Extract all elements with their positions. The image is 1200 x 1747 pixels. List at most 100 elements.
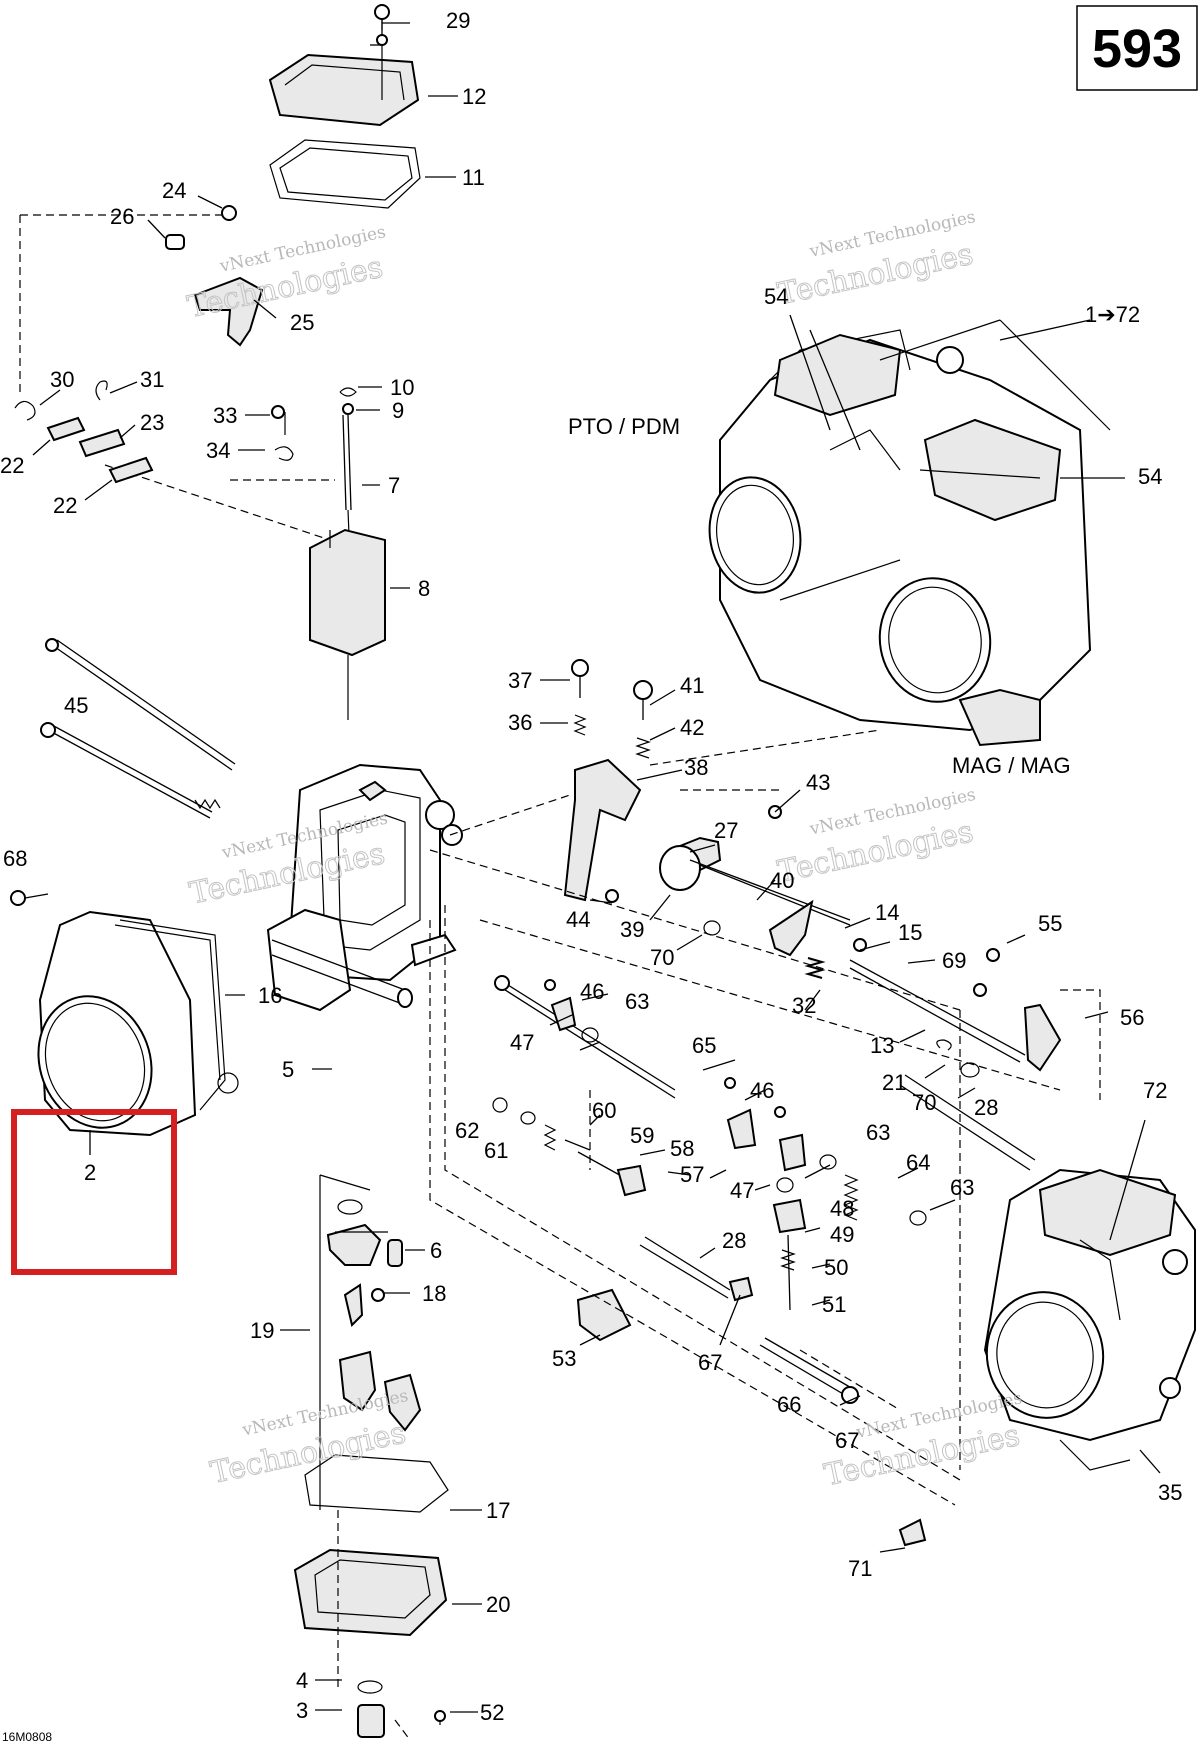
callout-44: 44	[566, 907, 590, 932]
carb-assembly-full	[708, 319, 1111, 747]
callout-58: 58	[670, 1136, 694, 1161]
needle-slide-assembly	[309, 387, 386, 720]
callout-63-b: 63	[866, 1120, 890, 1145]
callout-23: 23	[140, 410, 164, 435]
pto-label: PTO / PDM	[568, 414, 680, 439]
callout-20: 20	[486, 1592, 510, 1617]
callout-46-a: 46	[580, 979, 604, 1004]
callout-62: 62	[455, 1118, 479, 1143]
callout-36: 36	[508, 710, 532, 735]
callout-28-a: 28	[722, 1228, 746, 1253]
callout-27: 27	[714, 818, 738, 843]
choke-linkage-parts	[14, 205, 335, 541]
callout-19: 19	[250, 1318, 274, 1343]
callout-12: 12	[462, 84, 486, 109]
callout-18: 18	[422, 1281, 446, 1306]
callout-30: 30	[50, 367, 74, 392]
callout-22-b: 22	[53, 493, 77, 518]
callout-48: 48	[830, 1196, 854, 1221]
long-screws-45	[40, 638, 236, 819]
assembly-lines	[429, 729, 1101, 1506]
callout-50: 50	[824, 1255, 848, 1280]
callout-6: 6	[430, 1238, 442, 1263]
callout-47-a: 47	[510, 1030, 534, 1055]
callout-53: 53	[552, 1346, 576, 1371]
highlight-box	[11, 1109, 177, 1275]
callout-61: 61	[484, 1138, 508, 1163]
callout-55: 55	[1038, 911, 1062, 936]
callout-10: 10	[390, 375, 414, 400]
callout-38: 38	[684, 755, 708, 780]
callout-47-b: 47	[730, 1178, 754, 1203]
callout-3: 3	[296, 1698, 308, 1723]
callout-71: 71	[848, 1556, 872, 1581]
callout-56: 56	[1120, 1005, 1144, 1030]
callout-65: 65	[692, 1033, 716, 1058]
assembly-range-label: 1➔72	[1085, 302, 1140, 327]
callout-52: 52	[480, 1700, 504, 1725]
callout-5: 5	[282, 1057, 294, 1082]
callout-25: 25	[290, 310, 314, 335]
callout-69: 69	[942, 948, 966, 973]
callout-70-b: 70	[912, 1090, 936, 1115]
callout-32: 32	[792, 993, 816, 1018]
callout-67-a: 67	[698, 1350, 722, 1375]
throttle-linkage-center	[563, 659, 1062, 1078]
callout-13: 13	[870, 1033, 894, 1058]
callout-labels: 29 12 11 24 26 25 30 31 23 22 22 33 34 1…	[0, 8, 1182, 1725]
callout-43: 43	[806, 770, 830, 795]
callout-26: 26	[110, 204, 134, 229]
callout-59: 59	[630, 1123, 654, 1148]
callout-17: 17	[486, 1498, 510, 1523]
callout-60: 60	[592, 1098, 616, 1123]
callout-42: 42	[680, 715, 704, 740]
callout-57: 57	[680, 1162, 704, 1187]
callout-68: 68	[3, 846, 27, 871]
callout-2: 2	[84, 1160, 96, 1185]
callout-63-c: 63	[950, 1175, 974, 1200]
callout-29: 29	[446, 8, 470, 33]
callout-46-b: 46	[750, 1078, 774, 1103]
callout-66: 66	[777, 1392, 801, 1417]
callout-49: 49	[830, 1222, 854, 1247]
page-number: 593	[1092, 19, 1182, 79]
callout-15: 15	[898, 920, 922, 945]
callout-72: 72	[1143, 1078, 1167, 1103]
callout-39: 39	[620, 917, 644, 942]
callout-7: 7	[388, 473, 400, 498]
callout-70-a: 70	[650, 945, 674, 970]
leader-lines	[32, 95, 1161, 1713]
callout-31: 31	[140, 367, 164, 392]
callout-8: 8	[418, 576, 430, 601]
float-bowl-group	[293, 1174, 449, 1741]
callout-4: 4	[296, 1668, 308, 1693]
callout-35: 35	[1158, 1480, 1182, 1505]
throttle-shaft-parts	[492, 975, 1036, 1547]
callout-54-a: 54	[764, 284, 788, 309]
callout-33: 33	[213, 403, 237, 428]
mag-label: MAG / MAG	[952, 753, 1071, 778]
callout-24: 24	[162, 178, 186, 203]
callout-67-b: 67	[835, 1428, 859, 1453]
intake-flange	[10, 890, 239, 1137]
callout-41: 41	[680, 673, 704, 698]
carb-body-right	[983, 1168, 1196, 1471]
carb-body-left	[266, 763, 463, 1012]
carb-top-cover-group	[268, 4, 421, 209]
callout-37: 37	[508, 668, 532, 693]
callout-63-a: 63	[625, 989, 649, 1014]
document-code: 16M0808	[2, 1730, 52, 1744]
callout-21: 21	[882, 1070, 906, 1095]
callout-9: 9	[392, 398, 404, 423]
callout-34: 34	[206, 438, 230, 463]
callout-51: 51	[822, 1292, 846, 1317]
watermark-group: vNext Technologies Technologies vNext Te…	[184, 207, 1024, 1494]
callout-22-a: 22	[0, 453, 24, 478]
page-number-box: 593	[1076, 5, 1198, 91]
callout-11: 11	[462, 165, 485, 190]
callout-14: 14	[875, 900, 899, 925]
callout-64: 64	[906, 1150, 930, 1175]
callout-40: 40	[770, 868, 794, 893]
callout-16: 16	[258, 983, 282, 1008]
